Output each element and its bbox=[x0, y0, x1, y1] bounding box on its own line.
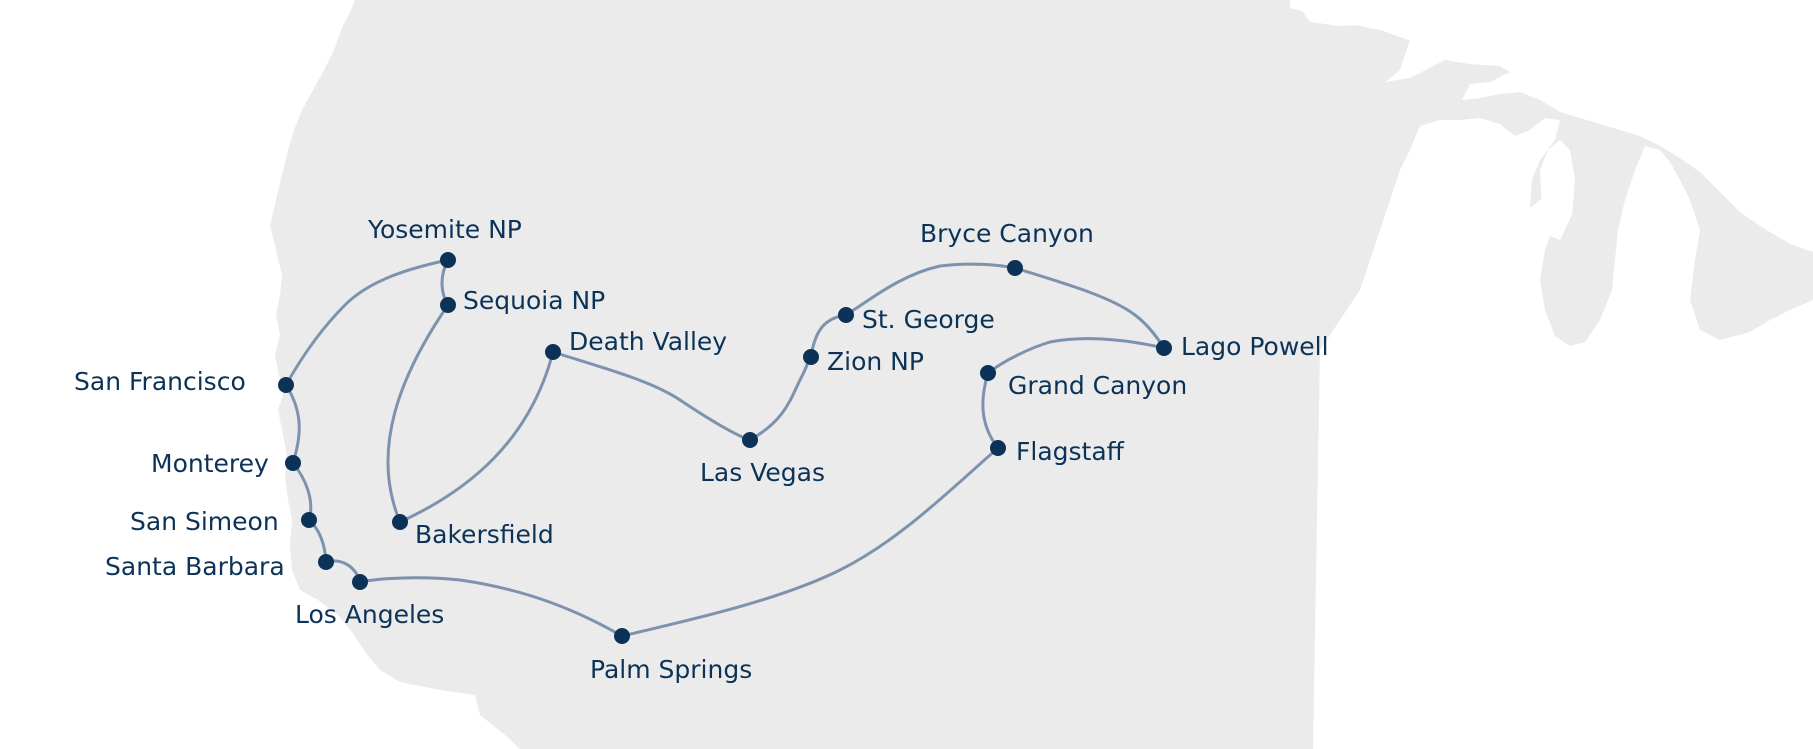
stop-marker-bakersfield[interactable] bbox=[392, 514, 408, 530]
stop-marker-st-george[interactable] bbox=[838, 307, 854, 323]
stop-marker-las-vegas[interactable] bbox=[742, 432, 758, 448]
lake-michigan bbox=[1540, 140, 1575, 240]
stop-label-death-valley: Death Valley bbox=[569, 327, 727, 356]
stop-label-zion: Zion NP bbox=[827, 347, 924, 376]
stop-label-las-vegas: Las Vegas bbox=[700, 458, 825, 487]
lake-superior-region bbox=[1290, 0, 1813, 70]
stop-marker-death-valley[interactable] bbox=[545, 344, 561, 360]
stop-label-st-george: St. George bbox=[862, 305, 995, 334]
stop-marker-san-francisco[interactable] bbox=[278, 377, 294, 393]
stop-marker-yosemite[interactable] bbox=[440, 252, 456, 268]
land-mass bbox=[270, 0, 1813, 749]
stops: San Francisco Yosemite NP Sequoia NP Bak… bbox=[74, 215, 1329, 684]
stop-label-bryce: Bryce Canyon bbox=[920, 219, 1094, 248]
route-palmsprings-losangeles bbox=[358, 576, 624, 638]
stop-marker-zion[interactable] bbox=[803, 349, 819, 365]
route-lagopowell-grandcanyon bbox=[986, 337, 1166, 375]
route-bakersfield-deathvalley bbox=[398, 350, 555, 524]
stop-label-grand-canyon: Grand Canyon bbox=[1008, 371, 1187, 400]
stop-label-san-francisco: San Francisco bbox=[74, 367, 246, 396]
route-sequoia-bakersfield bbox=[386, 303, 450, 524]
stop-marker-los-angeles[interactable] bbox=[352, 574, 368, 590]
stop-label-san-simeon: San Simeon bbox=[130, 507, 279, 536]
stop-label-palm-springs: Palm Springs bbox=[590, 655, 752, 684]
route-deathvalley-lasvegas bbox=[551, 350, 752, 442]
stop-label-flagstaff: Flagstaff bbox=[1016, 437, 1125, 466]
stop-marker-monterey[interactable] bbox=[285, 455, 301, 471]
stop-label-santa-barbara: Santa Barbara bbox=[105, 552, 285, 581]
stop-marker-grand-canyon[interactable] bbox=[980, 365, 996, 381]
stop-label-sequoia: Sequoia NP bbox=[463, 286, 605, 315]
route-grandcanyon-flagstaff bbox=[981, 371, 1000, 450]
stop-marker-san-simeon[interactable] bbox=[301, 512, 317, 528]
stop-marker-palm-springs[interactable] bbox=[614, 628, 630, 644]
route-stgeorge-bryce bbox=[844, 262, 1017, 317]
stop-marker-bryce[interactable] bbox=[1007, 260, 1023, 276]
stop-label-los-angeles: Los Angeles bbox=[295, 600, 444, 629]
route-sf-yosemite bbox=[284, 258, 450, 387]
stop-marker-flagstaff[interactable] bbox=[990, 440, 1006, 456]
stop-marker-lago-powell[interactable] bbox=[1156, 340, 1172, 356]
stop-label-bakersfield: Bakersfield bbox=[415, 520, 554, 549]
route-flagstaff-palmsprings bbox=[620, 446, 1000, 638]
stop-label-yosemite: Yosemite NP bbox=[367, 215, 522, 244]
stop-label-monterey: Monterey bbox=[151, 449, 269, 478]
stop-marker-sequoia[interactable] bbox=[440, 297, 456, 313]
route-bryce-lagopowell bbox=[1013, 266, 1166, 350]
stop-label-lago-powell: Lago Powell bbox=[1181, 332, 1329, 361]
stop-marker-santa-barbara[interactable] bbox=[318, 554, 334, 570]
